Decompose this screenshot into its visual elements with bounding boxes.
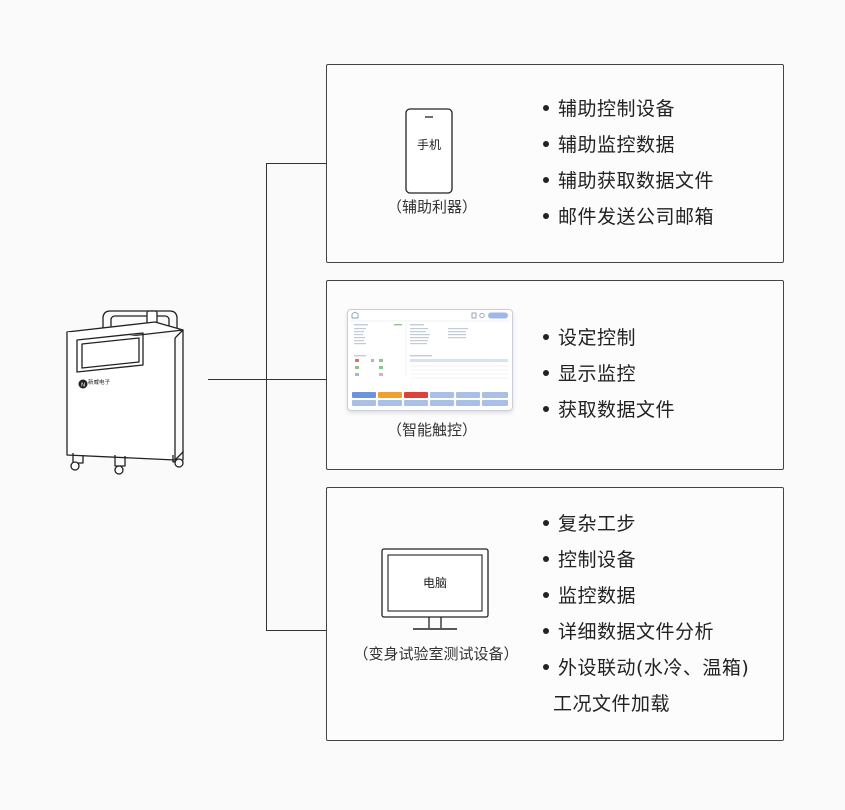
phone-icon bbox=[405, 108, 453, 194]
bullet-item: 详细数据文件分析 bbox=[543, 614, 749, 650]
connector-pc-branch bbox=[266, 630, 327, 632]
monitor-icon bbox=[381, 548, 489, 630]
bullet-item: 设定控制 bbox=[543, 320, 675, 356]
pc-label: 电脑 bbox=[422, 576, 447, 590]
bullet-dot-icon bbox=[543, 591, 549, 598]
bullet-item: 邮件发送公司邮箱 bbox=[543, 199, 714, 235]
bullet-dot-icon bbox=[543, 627, 549, 634]
bullet-dot-icon bbox=[543, 176, 549, 183]
touchscreen-ui-graphic bbox=[350, 311, 510, 406]
svg-text:N: N bbox=[81, 383, 85, 389]
bullet-item: 复杂工步 bbox=[543, 506, 749, 542]
touchscreen-caption: （智能触控） bbox=[386, 421, 477, 439]
bullet-dot-icon bbox=[543, 519, 549, 526]
bullet-dot-icon bbox=[543, 369, 549, 376]
bullet-item: 获取数据文件 bbox=[543, 392, 675, 428]
bullet-item: 显示监控 bbox=[543, 356, 675, 392]
bullet-dot-icon bbox=[543, 212, 549, 219]
bullet-item: 辅助监控数据 bbox=[543, 127, 714, 163]
bullet-item: 监控数据 bbox=[543, 578, 749, 614]
panel-phone: 手机 （辅助利器） 辅助控制设备 辅助监控数据 辅助获取数据文件 邮件发送公司邮… bbox=[326, 64, 784, 263]
bullet-item: 控制设备 bbox=[543, 542, 749, 578]
phone-bullet-list: 辅助控制设备 辅助监控数据 辅助获取数据文件 邮件发送公司邮箱 bbox=[543, 91, 714, 235]
bullet-continuation: 工况文件加载 bbox=[553, 693, 671, 715]
bullet-dot-icon bbox=[543, 405, 549, 412]
phone-caption: （辅助利器） bbox=[386, 198, 477, 216]
bullet-item: 外设联动(水冷、温箱) bbox=[543, 650, 749, 686]
connector-vertical-trunk bbox=[266, 163, 268, 631]
bullet-item: 辅助获取数据文件 bbox=[543, 163, 714, 199]
bullet-dot-icon bbox=[543, 104, 549, 111]
touchscreen-mockup bbox=[347, 309, 513, 411]
connector-phone-branch bbox=[266, 163, 327, 165]
panel-pc: 电脑 （变身试验室测试设备） 复杂工步 控制设备 监控数据 详细数据文件分析 外… bbox=[326, 487, 784, 741]
bullet-dot-icon bbox=[543, 140, 549, 147]
bullet-dot-icon bbox=[543, 555, 549, 562]
bullet-dot-icon bbox=[543, 663, 549, 670]
pc-caption: （变身试验室测试设备） bbox=[353, 645, 519, 663]
bullet-item: 辅助控制设备 bbox=[543, 91, 714, 127]
touchscreen-bullet-list: 设定控制 显示监控 获取数据文件 bbox=[543, 320, 675, 428]
device-brand-label: 新威电子 bbox=[88, 380, 111, 386]
panel-touchscreen: （智能触控） 设定控制 显示监控 获取数据文件 bbox=[326, 280, 784, 470]
phone-label: 手机 bbox=[416, 138, 441, 152]
pc-bullet-list: 复杂工步 控制设备 监控数据 详细数据文件分析 外设联动(水冷、温箱) 工况文件… bbox=[543, 506, 749, 722]
connector-main-horizontal bbox=[208, 379, 327, 381]
battery-tester-device-illustration: N bbox=[66, 310, 184, 475]
bullet-dot-icon bbox=[543, 333, 549, 340]
